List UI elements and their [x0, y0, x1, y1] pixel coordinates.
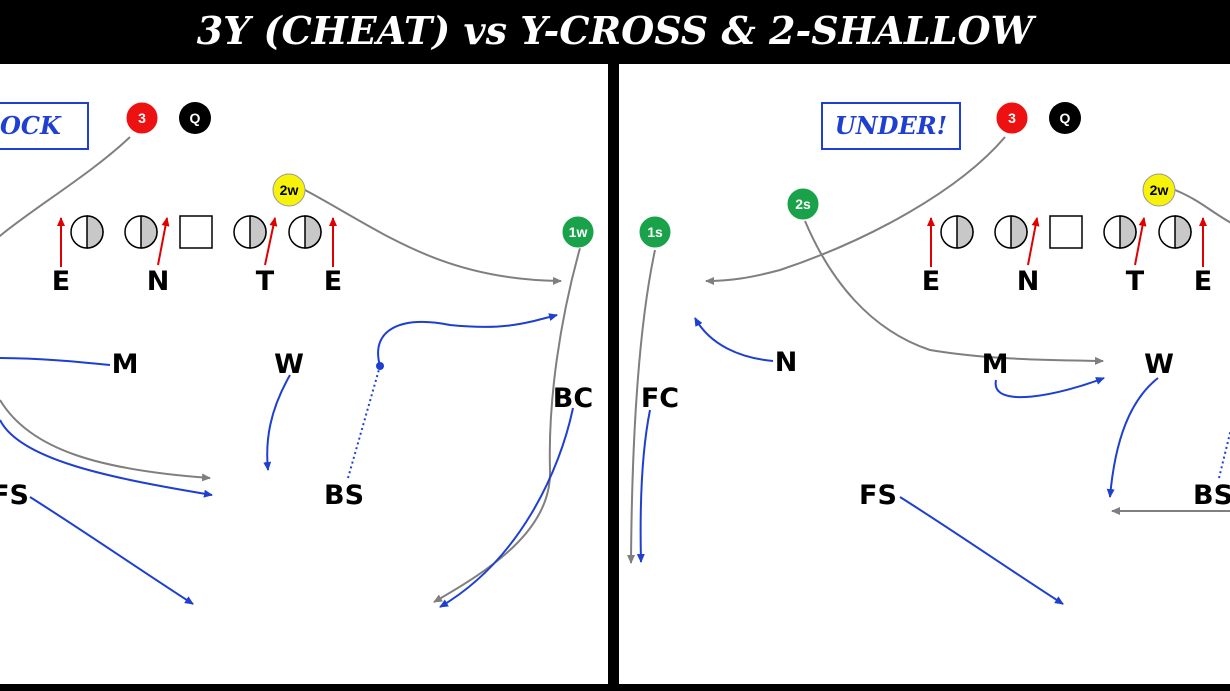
defender-bs: BS: [324, 480, 364, 511]
call-label: UNDER!: [835, 111, 947, 140]
nickel-route: [694, 317, 774, 362]
right-panel-content: UNDER! 3: [627, 101, 1230, 605]
receiver-3-route: [0, 136, 131, 238]
will-drop: [1106, 377, 1159, 498]
panel-divider: [608, 62, 619, 691]
defender-w: W: [274, 349, 304, 380]
defender-m: M: [982, 349, 1009, 380]
receiver-1s-route: [627, 249, 656, 564]
quarterback-label: Q: [190, 110, 201, 126]
mike-route: [994, 377, 1105, 399]
receiver-1s-label: 1s: [647, 224, 663, 240]
receiver-2s-label: 2s: [795, 196, 811, 212]
receiver-3-label: 3: [1008, 110, 1016, 126]
quarterback: [1049, 102, 1081, 134]
defender-e-left: E: [52, 266, 70, 297]
center-square: [179, 215, 213, 249]
receiver-1w-route: [433, 247, 581, 603]
receiver-1w-label: 1w: [569, 224, 588, 240]
bc-route: [439, 407, 574, 608]
defender-m: M: [112, 349, 139, 380]
defender-w: W: [1144, 349, 1174, 380]
flat-defender-route: [0, 419, 213, 498]
receiver-2w-label: 2w: [1150, 182, 1169, 198]
receiver-2s: [786, 187, 820, 221]
mike-drop: [0, 357, 111, 366]
call-label: OCK: [0, 111, 62, 140]
quarterback-label: Q: [1060, 110, 1071, 126]
call-box: [0, 102, 89, 150]
block-arrow: [1027, 217, 1040, 266]
left-panel: [0, 64, 608, 684]
right-panel: [619, 64, 1230, 684]
offensive-line: [940, 215, 1192, 249]
diagram-title: 3Y (CHEAT) vs Y-CROSS & 2-SHALLOW: [197, 8, 1037, 53]
fc-route: [636, 409, 651, 563]
receiver-2w-label: 2w: [280, 182, 299, 198]
block-arrow: [1134, 217, 1147, 266]
left-panel-content: OCK 3: [0, 101, 595, 608]
bs-start-dot: [376, 362, 384, 370]
defender-t: T: [1126, 266, 1145, 297]
center-square: [1049, 215, 1083, 249]
offensive-line: [70, 215, 322, 249]
receiver-3: [995, 101, 1029, 135]
defender-nickel: N: [775, 347, 798, 378]
fs-route: [29, 496, 194, 605]
block-arrow: [157, 217, 170, 266]
will-drop: [263, 374, 291, 471]
receiver-3-label: 3: [138, 110, 146, 126]
defender-e-right: E: [324, 266, 342, 297]
block-arrow: [264, 217, 278, 266]
receiver-2w: [1142, 173, 1176, 207]
crossing-route: [0, 399, 211, 482]
defender-fs: FS: [859, 480, 897, 511]
defender-e-right: E: [1194, 266, 1212, 297]
receiver-2s-route: [804, 220, 1104, 365]
title-bar: [0, 0, 1230, 62]
call-box: [821, 102, 961, 150]
receiver-3-route: [705, 136, 1006, 285]
receiver-1s: [638, 215, 672, 249]
defender-n-line: N: [1017, 266, 1040, 297]
receiver-2w-route: [304, 189, 562, 285]
quarterback: [179, 102, 211, 134]
defender-t: T: [256, 266, 275, 297]
fs-route: [899, 496, 1064, 605]
defender-bs: BS: [1193, 480, 1230, 511]
defender-e-left: E: [922, 266, 940, 297]
bs-route: [377, 313, 558, 367]
defender-n: N: [147, 266, 170, 297]
receiver-1w: [561, 215, 595, 249]
defender-fc: FC: [641, 383, 679, 414]
defender-fs: FS: [0, 480, 29, 511]
defender-bc: BC: [553, 383, 593, 414]
receiver-3: [125, 101, 159, 135]
receiver-2w: [272, 173, 306, 207]
